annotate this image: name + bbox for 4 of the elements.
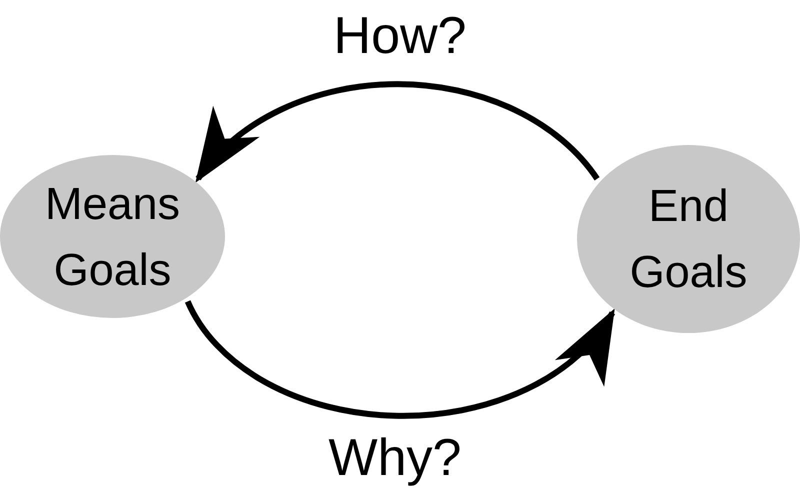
curved-arrow bbox=[195, 82, 600, 183]
node-label: End Goals bbox=[628, 179, 748, 299]
curved-arrow bbox=[185, 300, 616, 419]
node-label: Means Goals bbox=[44, 176, 182, 296]
